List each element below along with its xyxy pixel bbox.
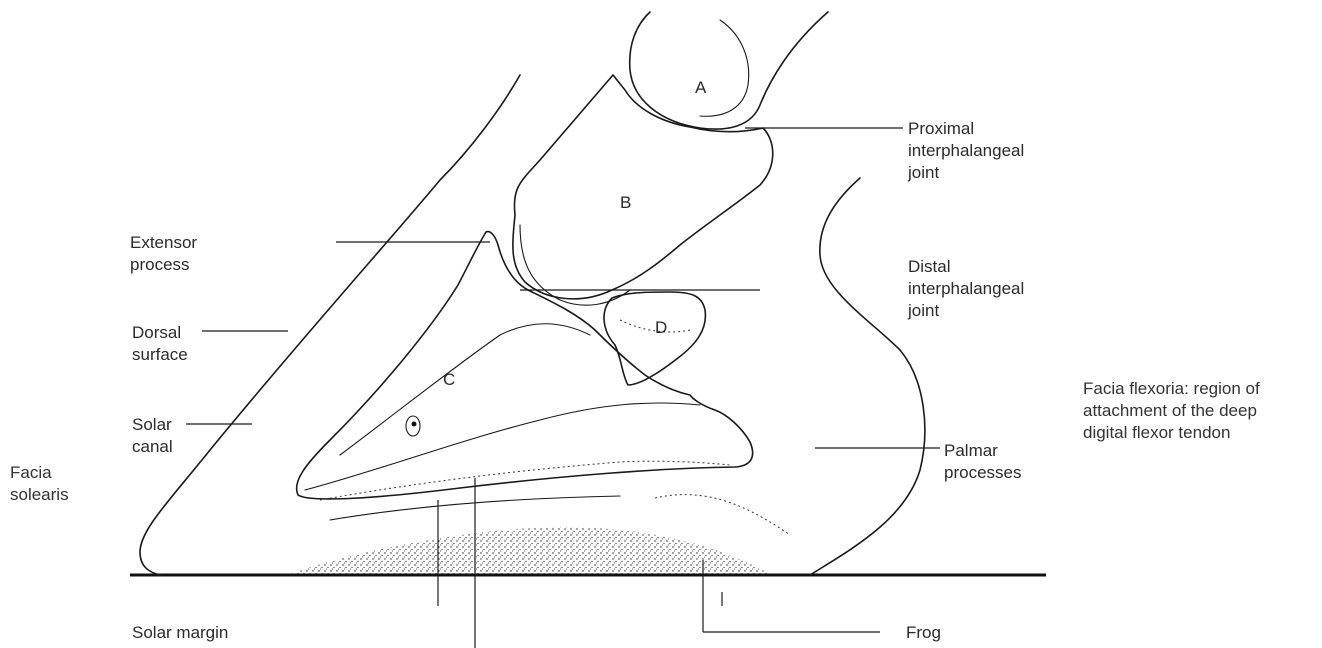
bone-a-inner [700,20,749,116]
solar-canal-dot [412,422,417,427]
bone-b-curve [520,225,630,305]
sole-stipple [290,527,770,574]
label-distal-joint: Distal interphalangeal joint [908,256,1024,322]
label-palmar-processes: Palmar processes [944,440,1021,484]
label-proximal-joint: Proximal interphalangeal joint [908,118,1024,184]
bone-a-letter: A [695,78,706,98]
bone-b-letter: B [620,193,631,213]
bone-c-outline [297,232,753,499]
hoof-wall-dorsal [140,75,520,575]
frog-upper-edge [655,495,790,535]
label-solar-margin: Solar margin [132,622,228,644]
bone-d-letter: D [655,318,667,338]
label-extensor-process: Extensor process [130,232,197,276]
bone-d-outline [604,292,705,385]
bone-c-inner-line [305,403,700,490]
bone-c-letter: C [443,370,455,390]
label-solar-canal: Solar canal [132,414,173,458]
hoof-wall-palmar [810,178,925,575]
label-frog: Frog [906,622,941,644]
label-dorsal-surface: Dorsal surface [132,322,188,366]
note-facia-flexoria: Facia flexoria: region of attachment of … [1083,378,1260,444]
note-facia-solearis: Facia solearis [10,462,69,506]
